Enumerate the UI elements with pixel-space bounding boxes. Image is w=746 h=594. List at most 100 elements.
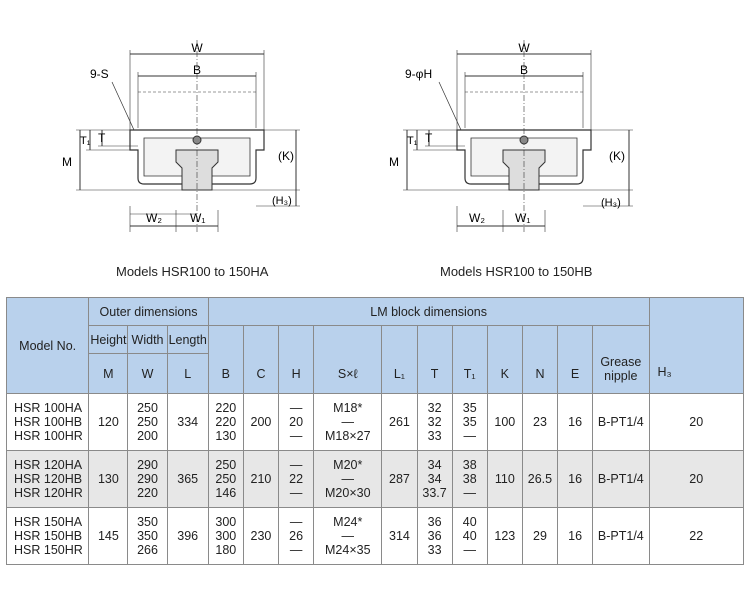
cell-line: 20: [289, 415, 304, 429]
header-s: S×ℓ: [313, 325, 383, 394]
hole-label: 9-S: [90, 67, 109, 81]
cell-line: 266: [137, 543, 158, 557]
dim-w1-label: W₁: [190, 211, 205, 225]
cell-line: 300: [215, 529, 237, 543]
cell-line: 35: [462, 415, 477, 429]
dim-w-label: W: [518, 41, 530, 55]
cell-n: 26.5: [521, 450, 559, 508]
cell-m: 120: [88, 393, 129, 451]
cell-line: —: [463, 486, 476, 500]
cell-grease: B-PT1/4: [592, 393, 650, 451]
diagram-hsr-hb: W B 9-φH T₁ T M (K) (H₃) W₂ W₁: [389, 40, 633, 232]
cell-line: 180: [215, 543, 237, 557]
dim-t1-label: T₁: [80, 135, 91, 147]
cell-line: 32: [427, 401, 442, 415]
header-b: B: [207, 325, 244, 394]
cell-c: 210: [242, 450, 280, 508]
cell-line: HSR 120HB: [14, 472, 83, 486]
header-k: K: [486, 325, 523, 394]
cell-line: 33.7: [422, 486, 447, 500]
cell-h: —20—: [278, 393, 315, 451]
dim-t-label: T: [425, 131, 433, 145]
cell-k: 100: [486, 393, 523, 451]
cell-line: 146: [215, 486, 237, 500]
cell-line: 130: [215, 429, 237, 443]
header-h: H: [278, 325, 315, 394]
cell-line: 200: [137, 429, 158, 443]
dim-w2-label: W₂: [469, 211, 485, 225]
cell-line: HSR 100HR: [14, 429, 83, 443]
cell-line: —: [289, 429, 303, 443]
header-l: L: [166, 353, 209, 394]
dim-b-label: B: [193, 63, 201, 77]
header-w: W: [127, 353, 168, 394]
cell-line: 26: [289, 529, 304, 543]
cell-line: 290: [137, 472, 158, 486]
cell-k: 123: [486, 507, 523, 565]
cell-l1: 314: [381, 507, 418, 565]
cell-s: M20*—M20×30: [313, 450, 383, 508]
cell-l: 334: [166, 393, 209, 451]
header-h3: H₃: [648, 297, 744, 394]
header-height: Height: [88, 325, 129, 354]
cell-line: HSR 120HR: [14, 486, 83, 500]
cell-line: M18*: [333, 401, 363, 415]
dim-k-label: (K): [609, 149, 625, 163]
dim-m-label: M: [389, 155, 399, 169]
cell-line: M20*: [333, 458, 363, 472]
header-t: T: [416, 325, 453, 394]
diagram-a-caption: Models HSR100 to 150HA: [116, 264, 269, 279]
header-e: E: [557, 325, 594, 394]
cell-line: 290: [137, 458, 158, 472]
cell-line: HSR 150HR: [14, 543, 83, 557]
header-lm-block: LM block dimensions: [207, 297, 650, 326]
header-grease: Grease nipple: [592, 325, 650, 394]
cell-line: —: [341, 472, 355, 486]
cell-line: 35: [462, 401, 477, 415]
cell-line: 38: [462, 458, 477, 472]
cell-line: 220: [215, 401, 237, 415]
cell-l1: 261: [381, 393, 418, 451]
cell-line: 22: [289, 472, 304, 486]
cell-line: 36: [427, 515, 442, 529]
cell-m: 145: [88, 507, 129, 565]
dim-m-label: M: [62, 155, 72, 169]
dim-b-label: B: [520, 63, 528, 77]
cell-line: 40: [462, 515, 477, 529]
dim-w-label: W: [191, 41, 203, 55]
cell-e: 16: [557, 507, 594, 565]
cell-line: —: [463, 543, 476, 557]
cell-k: 110: [486, 450, 523, 508]
cell-grease: B-PT1/4: [592, 450, 650, 508]
cell-line: —: [289, 543, 303, 557]
cell-line: —: [341, 529, 355, 543]
dim-h3-label: (H₃): [272, 195, 292, 207]
hole-label: 9-φH: [405, 67, 432, 81]
cell-line: —: [289, 458, 303, 472]
cell-l: 365: [166, 450, 209, 508]
cell-h3: 20: [648, 393, 744, 451]
dim-w2-label: W₂: [146, 211, 162, 225]
cell-line: M24×35: [325, 543, 371, 557]
header-model: Model No.: [5, 297, 90, 394]
cell-l1: 287: [381, 450, 418, 508]
cell-line: 33: [427, 429, 442, 443]
cell-line: 250: [137, 401, 158, 415]
cell-line: 300: [215, 515, 237, 529]
header-width: Width: [127, 325, 168, 354]
cell-line: 40: [462, 529, 477, 543]
cell-s: M24*—M24×35: [313, 507, 383, 565]
cell-line: 33: [427, 543, 442, 557]
cell-line: —: [289, 401, 303, 415]
